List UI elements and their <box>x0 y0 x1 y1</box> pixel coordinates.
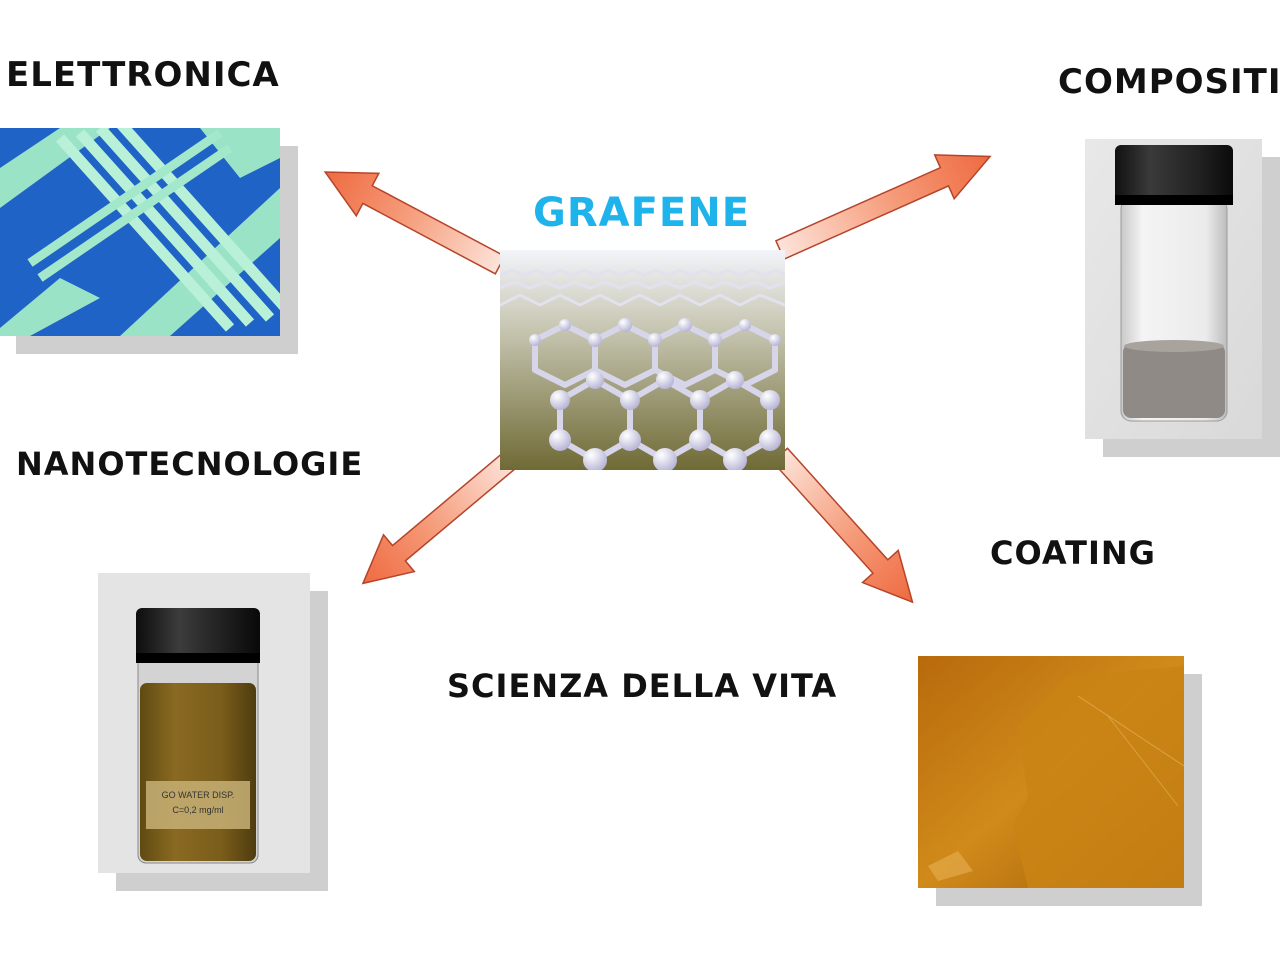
arrow-to-composites <box>774 154 992 261</box>
graphene-lattice-image <box>500 250 785 470</box>
composites-label: COMPOSITI <box>1058 62 1280 102</box>
electronics-image <box>0 128 280 336</box>
coating-film-image <box>918 656 1184 888</box>
vial-label-line2: C=0,2 mg/ml <box>172 805 223 815</box>
life-science-label: SCIENZA DELLA VITA <box>447 667 838 705</box>
arrow-to-electronics <box>323 171 506 275</box>
graphene-title: GRAFENE <box>533 190 751 236</box>
vial-label-line1: GO WATER DISP. <box>162 790 235 800</box>
composites-vial-image <box>1085 139 1262 439</box>
nanotech-label: NANOTECNOLOGIE <box>16 445 364 483</box>
arrow-to-nanotech <box>361 451 518 585</box>
coating-label: COATING <box>990 534 1156 572</box>
electronics-label: ELETTRONICA <box>6 55 280 95</box>
nanotech-vial-image: GO WATER DISP. C=0,2 mg/ml <box>98 573 310 873</box>
arrow-to-coating <box>771 447 914 604</box>
